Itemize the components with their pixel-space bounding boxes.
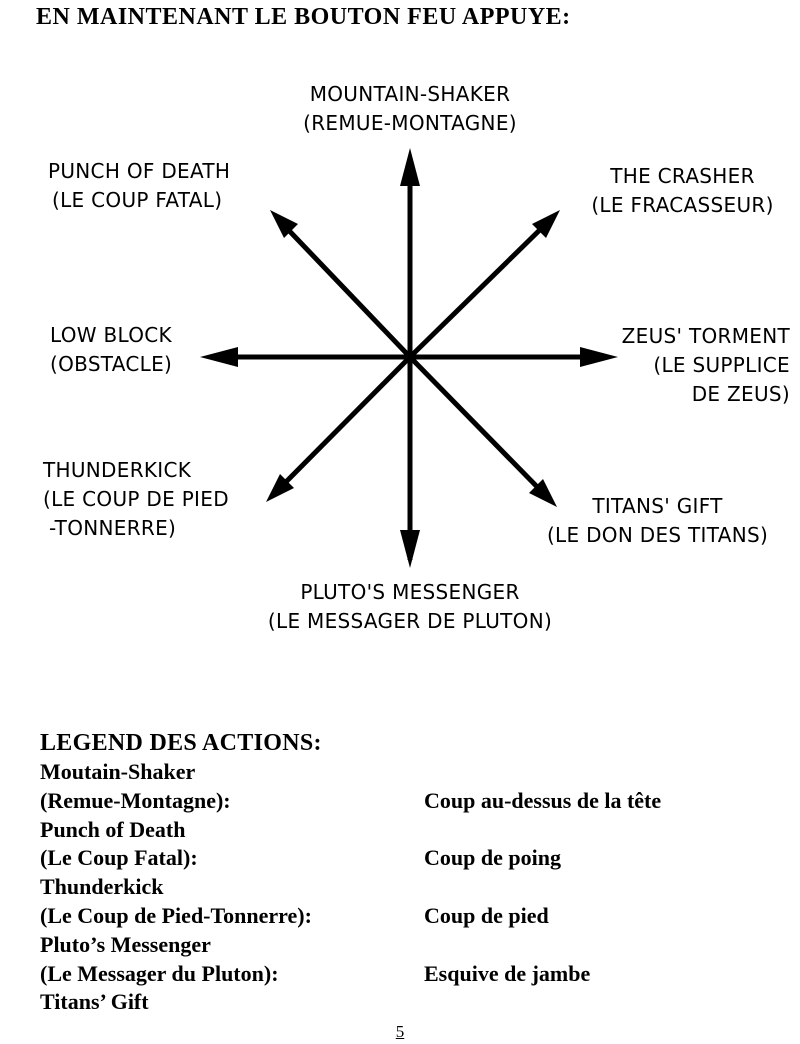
action-legend: LEGEND DES ACTIONS: Moutain-Shaker (Remue… — [40, 728, 661, 1017]
legend-move-name: Moutain-Shaker — [40, 759, 196, 784]
arrowhead-left — [200, 347, 238, 367]
label-line: THE CRASHER — [610, 164, 755, 188]
joystick-direction-diagram — [200, 148, 618, 568]
legend-row: (Le Messager du Pluton): Esquive de jambe — [40, 960, 661, 989]
label-line: (LE COUP FATAL) — [52, 188, 223, 212]
arrowhead-down-right — [529, 479, 557, 507]
label-up-left: PUNCH OF DEATH (LE COUP FATAL) — [48, 157, 230, 215]
label-line: PUNCH OF DEATH — [48, 159, 231, 183]
arrowhead-down-left — [266, 474, 294, 502]
legend-row: Moutain-Shaker — [40, 758, 661, 787]
legend-row: (Remue-Montagne): Coup au-dessus de la tê… — [40, 787, 661, 816]
label-line: (LE COUP DE PIED — [43, 487, 229, 511]
legend-move-name: Pluto’s Messenger — [40, 931, 211, 957]
label-line: (LE DON DES TITANS) — [546, 523, 769, 547]
legend-move-name: (Le Messager du Pluton): — [40, 960, 279, 986]
arrowhead-up-right — [532, 210, 560, 238]
legend-move-description: Esquive de jambe — [424, 960, 591, 986]
label-line: MOUNTAIN-SHAKER — [309, 82, 511, 106]
legend-move-description: Coup au-dessus de la tête — [424, 787, 662, 813]
legend-move-name: Thunderkick — [40, 874, 164, 900]
label-line: PLUTO'S MESSENGER — [300, 580, 520, 604]
legend-row: Punch of Death — [40, 816, 661, 845]
page-title: EN MAINTENANT LE BOUTON FEU APPUYE: — [36, 4, 571, 30]
legend-move-name: Titans’ Gift — [40, 989, 149, 1015]
arrowhead-down — [400, 530, 420, 568]
legend-move-description: Coup de pied — [424, 902, 549, 928]
legend-row: (Le Coup de Pied-Tonnerre): Coup de pied — [40, 902, 661, 931]
legend-row: Thunderkick — [40, 873, 661, 902]
legend-move-name: Punch of Death — [40, 816, 186, 842]
arrow-down-right — [408, 355, 552, 502]
label-up-right: THE CRASHER (LE FRACASSEUR) — [570, 162, 795, 220]
arrow-up-right — [408, 215, 555, 359]
legend-move-name: (Le Coup de Pied-Tonnerre): — [40, 902, 312, 928]
label-down-left: THUNDERKICK (LE COUP DE PIED -TONNERRE) — [43, 456, 229, 543]
label-line: (LE SUPPLICE — [653, 353, 790, 377]
label-line: LOW BLOCK — [50, 323, 172, 347]
label-line: DE ZEUS) — [691, 382, 790, 406]
page-number: 5 — [395, 1022, 405, 1041]
label-right: ZEUS' TORMENT (LE SUPPLICE DE ZEUS) — [560, 322, 790, 409]
arrow-down-left — [271, 355, 412, 497]
label-down-right: TITANS' GIFT (LE DON DES TITANS) — [520, 492, 795, 550]
arrow-up-left — [275, 216, 412, 359]
arrowhead-right — [580, 347, 618, 367]
label-left: LOW BLOCK (OBSTACLE) — [50, 321, 172, 379]
label-line: (OBSTACLE) — [50, 352, 173, 376]
label-line: THUNDERKICK — [43, 458, 192, 482]
label-line: (REMUE-MONTAGNE) — [303, 111, 517, 135]
legend-move-description: Coup de poing — [424, 845, 561, 871]
legend-row: Pluto’s Messenger — [40, 931, 661, 960]
label-down: PLUTO'S MESSENGER (LE MESSAGER DE PLUTON… — [210, 578, 610, 636]
label-up: MOUNTAIN-SHAKER (REMUE-MONTAGNE) — [260, 80, 560, 138]
arrowhead-up-left — [270, 210, 298, 238]
label-line: (LE MESSAGER DE PLUTON) — [267, 609, 553, 633]
label-line: (LE FRACASSEUR) — [591, 193, 774, 217]
legend-heading: LEGEND DES ACTIONS: — [40, 730, 322, 756]
legend-move-name: (Le Coup Fatal): — [40, 845, 198, 871]
arrowhead-up — [400, 148, 420, 186]
legend-row: (Le Coup Fatal): Coup de poing — [40, 844, 661, 873]
label-line: -TONNERRE) — [49, 516, 177, 540]
legend-move-name: (Remue-Montagne): — [40, 787, 231, 813]
legend-row: Titans’ Gift — [40, 988, 661, 1017]
label-line: TITANS' GIFT — [592, 494, 723, 518]
label-line: ZEUS' TORMENT — [621, 324, 790, 348]
